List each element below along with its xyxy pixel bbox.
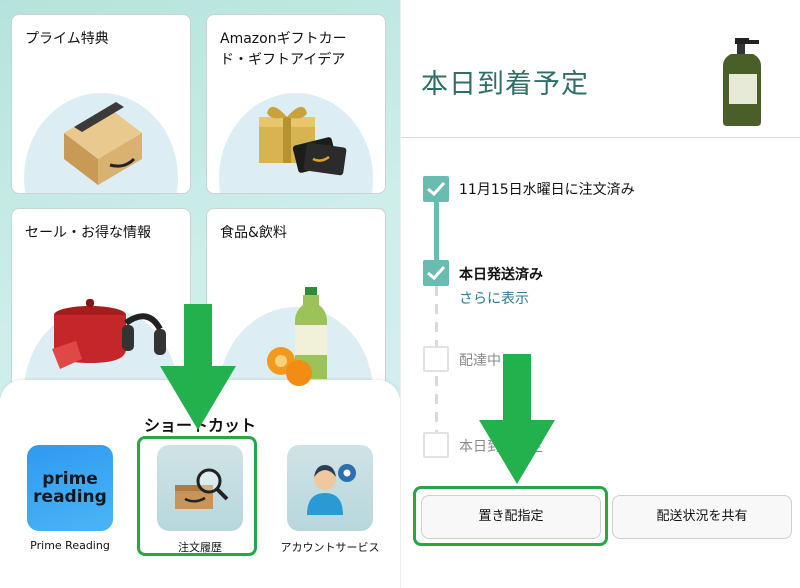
card-title: Amazonギフトカー ド・ギフトアイデア: [220, 31, 347, 68]
share-tracking-button[interactable]: 配送状況を共有: [612, 495, 792, 539]
delivery-status-panel: 本日到着予定 11月15日水曜日に注文済み 本日発送済み さらに表示 配達中 本…: [400, 0, 800, 588]
amazon-home-panel: プライム特典 Amazonギフトカー ド・ギフトアイデア セール・お得な情報: [0, 0, 400, 588]
prime-reading-logo-text: prime reading: [33, 469, 107, 507]
shortcut-order-history[interactable]: 注文履歴: [141, 442, 259, 555]
shortcut-label: Prime Reading: [30, 539, 110, 552]
step-ordered: 11月15日水曜日に注文済み: [459, 182, 635, 198]
pot-headphones-icon: [52, 299, 166, 369]
box-magnifier-icon: [175, 468, 229, 509]
unchecked-box-icon: [423, 346, 449, 372]
card-title: プライム特典: [25, 31, 109, 47]
shortcut-label: 注文履歴: [178, 541, 222, 554]
checked-box-icon: [423, 260, 449, 286]
arrow-down-icon: [479, 354, 555, 484]
card-food-drinks[interactable]: 食品&飲料: [206, 208, 386, 408]
arrival-title: 本日到着予定: [421, 69, 589, 100]
unchecked-box-icon: [423, 432, 449, 458]
arrow-down-icon: [160, 304, 236, 430]
shortcut-prime-reading[interactable]: prime reading Prime Reading: [11, 442, 129, 552]
card-title: 食品&飲料: [220, 225, 287, 241]
account-service-icon: [287, 445, 373, 531]
amazon-box-icon: [64, 102, 142, 185]
highlight-delivery-instructions: [413, 486, 608, 546]
show-more-link[interactable]: さらに表示: [459, 291, 529, 307]
step-out-for-delivery: 配達中: [459, 353, 501, 369]
person-gear-icon: [307, 464, 356, 515]
product-bottle-image: [723, 38, 761, 126]
delivery-instructions-button[interactable]: 置き配指定: [421, 495, 601, 539]
tea-bottle-oranges-icon: [267, 287, 327, 386]
prime-reading-icon: prime reading: [27, 445, 113, 531]
card-gift-cards[interactable]: Amazonギフトカー ド・ギフトアイデア: [206, 14, 386, 194]
shortcut-account-service[interactable]: アカウントサービス: [271, 442, 389, 555]
card-prime-benefits[interactable]: プライム特典: [11, 14, 191, 194]
checked-box-icon: [423, 176, 449, 202]
gift-box-icon: [259, 106, 347, 176]
order-history-icon: [157, 445, 243, 531]
header-divider: [401, 137, 800, 138]
progress-line: [434, 200, 439, 272]
highlight-order-history: [137, 436, 257, 556]
shortcut-label: アカウントサービス: [280, 541, 380, 554]
card-title: セール・お得な情報: [25, 225, 151, 241]
step-shipped: 本日発送済み: [459, 267, 543, 283]
